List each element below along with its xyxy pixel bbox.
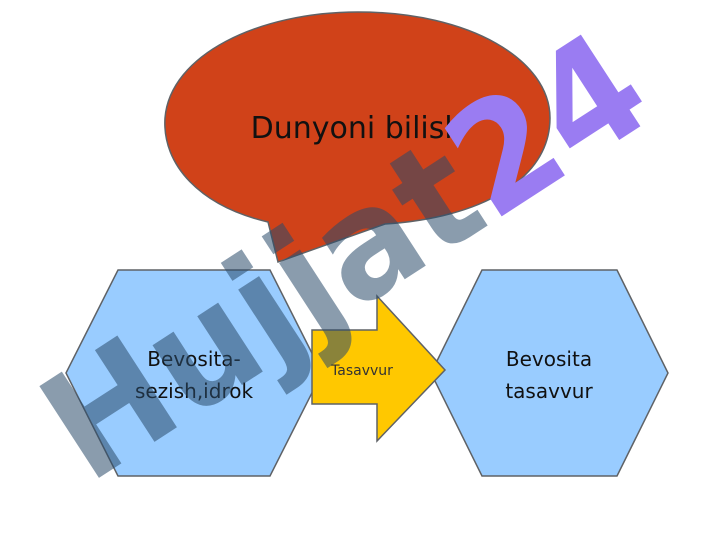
speech-bubble: Dunyoni bilish — [164, 11, 551, 263]
right-arrow: Tasavvur — [311, 294, 447, 443]
right-hexagon-shape — [430, 269, 669, 477]
bubble-label: Dunyoni bilish — [251, 111, 464, 146]
right-hex-line-1: Bevosita — [506, 347, 592, 371]
right-hexagon: Bevosita tasavvur — [430, 269, 669, 477]
left-hex-line-2: sezish,idrok — [135, 379, 254, 403]
left-hex-line-1: Bevosita- — [147, 347, 240, 371]
arrow-label: Tasavvur — [330, 363, 393, 379]
speech-bubble-shape — [164, 11, 551, 263]
right-hex-line-2: tasavvur — [505, 379, 593, 403]
left-hexagon-shape — [65, 269, 323, 477]
right-arrow-icon — [311, 294, 447, 443]
left-hexagon: Bevosita- sezish,idrok — [65, 269, 323, 477]
